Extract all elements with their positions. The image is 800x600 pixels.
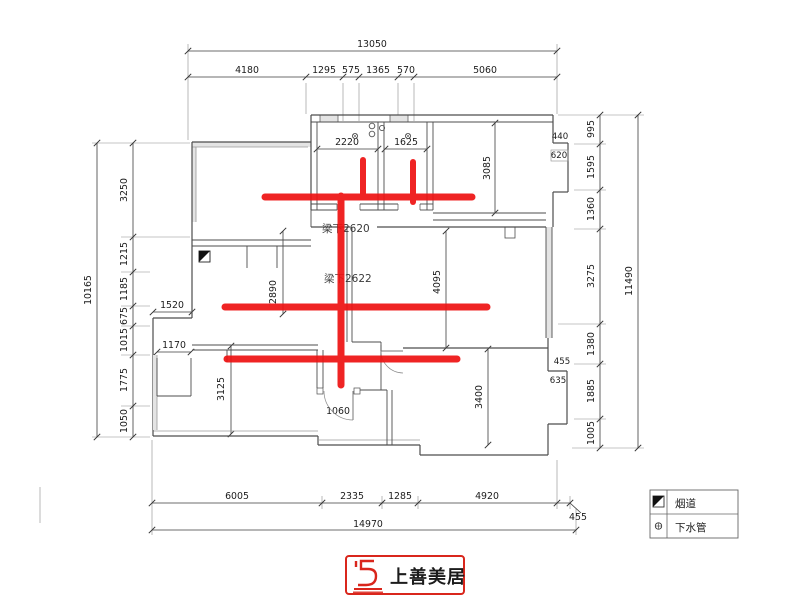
beam-marks — [221, 157, 491, 389]
beam-label-lower: 梁下2622 — [324, 272, 372, 285]
flue-legend-icon — [652, 495, 665, 508]
dim-label: 1185 — [119, 277, 130, 301]
dim-label: 675 — [119, 307, 130, 325]
brand-logo: 上善美居 — [345, 555, 466, 595]
dim-left-step: 1520 — [160, 300, 184, 311]
dim-label: 455 — [569, 512, 587, 523]
dim-label: 1595 — [586, 155, 597, 179]
dim-label: 570 — [397, 65, 415, 76]
dimension-labels: 13050 4180 1295 575 1365 570 5060 10165 … — [83, 39, 635, 530]
drain-symbol — [404, 132, 412, 140]
dim-flue-niche-w: 440 — [552, 132, 568, 142]
legend-flue-label: 烟道 — [675, 497, 696, 510]
dim-bl-room-height: 3125 — [216, 377, 227, 401]
dim-right-overall: 11490 — [624, 266, 635, 296]
fixture-circle — [368, 122, 376, 130]
dim-top-right-room: 3085 — [482, 156, 493, 180]
legend-drain-label: 下水管 — [675, 521, 707, 534]
flue-symbol — [198, 250, 211, 263]
dim-label: 1285 — [388, 491, 412, 502]
dim-label: 1360 — [586, 197, 597, 221]
dim-top-overall: 13050 — [357, 39, 387, 50]
dimension-ticks — [93, 47, 642, 534]
dim-entry-door: 1060 — [326, 406, 350, 417]
dim-label: 1015 — [119, 328, 130, 352]
drain-symbol — [351, 132, 359, 140]
dim-label: 995 — [586, 120, 597, 138]
dim-kitchen-width: 2220 — [335, 137, 359, 148]
dim-living-width: 2890 — [268, 280, 279, 304]
legend: 烟道 下水管 — [649, 489, 739, 539]
dim-label: 5060 — [473, 65, 497, 76]
dim-label: 1050 — [119, 409, 130, 433]
dim-flue-niche-d: 620 — [551, 151, 567, 161]
dim-right-niche-w: 455 — [554, 357, 570, 367]
dim-label: 3275 — [586, 264, 597, 288]
dim-label: 1380 — [586, 332, 597, 356]
dim-label: 6005 — [225, 491, 249, 502]
logo-monogram-icon — [354, 559, 382, 590]
dim-bath-width: 1625 — [394, 137, 418, 148]
dim-master-height: 4095 — [432, 270, 443, 294]
dim-label: 1885 — [586, 379, 597, 403]
dim-label: 1365 — [366, 65, 390, 76]
logo-text: 上善美居 — [390, 566, 466, 588]
dim-label: 3250 — [119, 178, 130, 202]
dimension-lines — [96, 50, 639, 531]
walls — [152, 114, 569, 456]
dim-label: 1005 — [586, 421, 597, 445]
dim-label: 4180 — [235, 65, 259, 76]
fixture-circle — [378, 124, 386, 132]
dim-label: 1215 — [119, 242, 130, 266]
dim-label: 575 — [342, 65, 360, 76]
dim-br-room-height: 3400 — [474, 385, 485, 409]
dim-left-overall: 10165 — [83, 275, 94, 305]
dim-right-niche-d: 635 — [550, 376, 566, 386]
logo-tagline-mark — [353, 591, 383, 594]
beam-label-upper: 梁下2620 — [322, 222, 370, 235]
dim-label: 1295 — [312, 65, 336, 76]
drain-legend-icon — [654, 522, 663, 530]
dim-label: 4920 — [475, 491, 499, 502]
dim-label: 2335 — [340, 491, 364, 502]
dim-closet-width: 1170 — [162, 340, 186, 351]
dim-bottom-overall: 14970 — [353, 519, 383, 530]
fixture-circle — [368, 130, 376, 138]
fixtures — [351, 122, 412, 140]
dim-label: 1775 — [119, 368, 130, 392]
